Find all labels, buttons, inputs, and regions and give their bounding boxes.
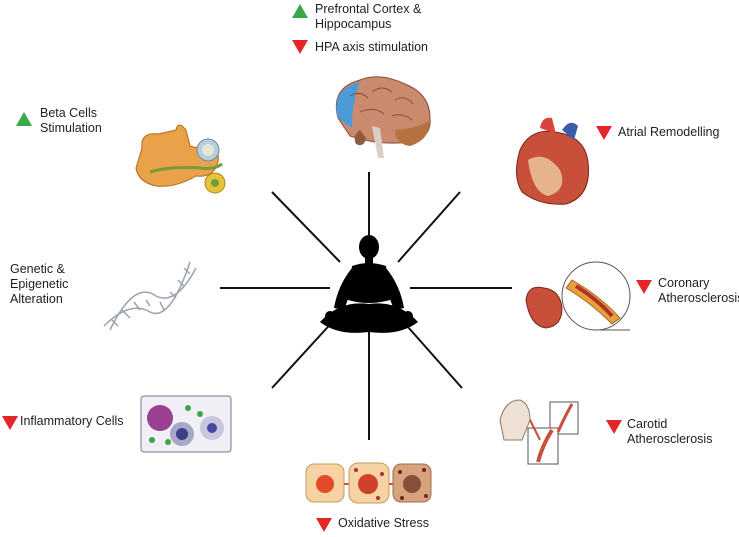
brain-icon [335, 76, 431, 158]
decrease-arrow-icon [2, 416, 18, 430]
increase-arrow-icon [16, 112, 32, 126]
label-genetic-epigenetic: Genetic & Epigenetic Alteration [10, 262, 69, 306]
spoke-bottom-right [399, 317, 463, 389]
decrease-arrow-icon [292, 40, 308, 54]
spokes [220, 172, 512, 440]
spoke-bottom-left [271, 317, 337, 389]
label-prefrontal-hippocampus: Prefrontal Cortex & Hippocampus [315, 2, 422, 31]
decrease-arrow-icon [316, 518, 332, 532]
carotid-artery-icon [499, 399, 579, 465]
label-inflammatory-cells: Inflammatory Cells [20, 414, 124, 428]
label-coronary-atherosclerosis: Coronary Atherosclerosis [658, 276, 739, 305]
spoke-top-right [397, 191, 461, 263]
label-oxidative-stress: Oxidative Stress [338, 516, 430, 530]
decrease-arrow-icon [596, 126, 612, 140]
decrease-arrow-icon [636, 280, 652, 294]
inflammatory-cells-icon [140, 395, 232, 453]
meditating-person-icon [320, 235, 418, 333]
decrease-arrow-icon [606, 420, 622, 434]
label-hpa-axis: HPA axis stimulation [315, 40, 429, 54]
label-beta-cells: Beta Cells Stimulation [40, 106, 102, 135]
coronary-artery-icon [525, 261, 631, 331]
spoke-top-left [271, 191, 341, 263]
label-carotid-atherosclerosis: Carotid Atherosclerosis [627, 417, 713, 446]
increase-arrow-icon [292, 4, 308, 18]
oxidative-stress-icon [305, 462, 432, 504]
pancreas-icon [135, 124, 226, 194]
label-atrial-remodelling: Atrial Remodelling [618, 125, 720, 139]
dna-helix-icon [103, 261, 197, 331]
heart-atrial-icon [516, 117, 590, 205]
